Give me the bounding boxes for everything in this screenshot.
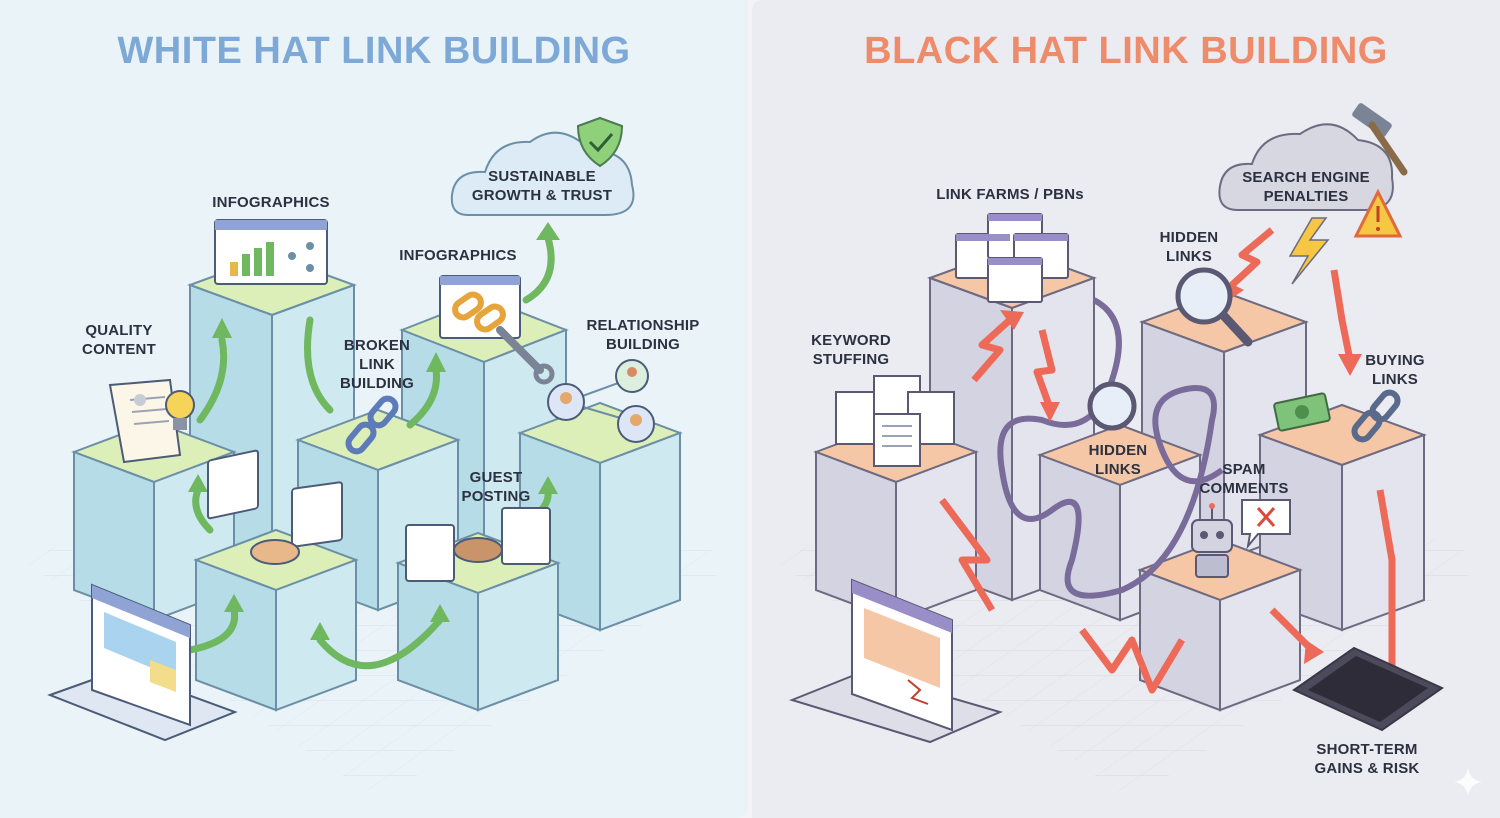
lightbulb-icon [165,390,195,430]
chain-window-icon [439,275,521,339]
label-buying-links: BUYING LINKS [1365,352,1425,388]
label-link-farms: LINK FARMS / PBNs [936,186,1084,203]
pbn-windows-icon [955,213,1069,303]
white-hat-panel: WHITE HAT LINK BUILDING QUALITY CONTENT … [0,0,748,818]
warning-triangle-icon [1353,188,1403,238]
label-infographics-b: INFOGRAPHICS [399,247,517,264]
black-hat-title: BLACK HAT LINK BUILDING [864,30,1388,72]
label-hidden-links-mid: HIDDEN LINKS [1088,442,1148,478]
storm-cloud-icon [1218,123,1394,285]
broken-chain-icon [345,395,399,455]
avatar-network-icon [547,359,655,443]
label-hidden-links-top: HIDDEN LINKS [1159,229,1219,265]
tangled-cable [997,297,1224,599]
label-relationship-building: RELATIONSHIP BUILDING [586,317,700,353]
chart-window-icon [214,219,328,285]
broken-laptop-icon [788,578,1003,744]
handshake-icon-a [207,449,343,565]
handshake-icon-b [405,507,551,582]
spam-robot-icon [1191,503,1233,578]
label-quality-content: QUALITY CONTENT [82,322,156,358]
label-guest-posting: GUEST POSTING [461,469,531,505]
pillar-hidden-links-mid [1037,423,1203,622]
magnifier-icon [1175,267,1253,347]
label-spam-comments: SPAM COMMENTS [1199,461,1289,497]
label-short-term-gains: SHORT-TERM GAINS & RISK [1314,741,1420,777]
hammer-icon [1352,103,1408,176]
label-search-engine-penalties: SEARCH ENGINE PENALTIES [1242,169,1370,205]
label-infographics-a: INFOGRAPHICS [212,194,330,211]
shield-icon [576,116,624,168]
white-hat-scene [20,116,740,800]
sparkle-icon [1454,768,1482,796]
growth-arrowheads [188,222,560,640]
white-hat-title: WHITE HAT LINK BUILDING [117,30,631,72]
pit-hole-icon [1291,646,1445,732]
warning-arrows [939,227,1396,700]
document-scroll-icon [108,378,182,464]
keyword-documents-icon [835,375,955,467]
chain-link-icon [1351,389,1401,443]
label-keyword-stuffing: KEYWORD STUFFING [811,332,891,368]
rejected-comment-icon [1241,499,1291,550]
label-sustainable-growth: SUSTAINABLE GROWTH & TRUST [471,168,613,204]
black-hat-panel: BLACK HAT LINK BUILDING LINK FARMS / PBN… [752,0,1500,818]
wrench-icon [496,326,555,385]
money-icon [1273,392,1331,432]
magnifier-mid-icon [1087,381,1137,431]
label-broken-link-building: BROKEN LINK BUILDING [339,337,415,392]
laptop-icon [47,583,238,742]
black-hat-scene [772,103,1492,800]
